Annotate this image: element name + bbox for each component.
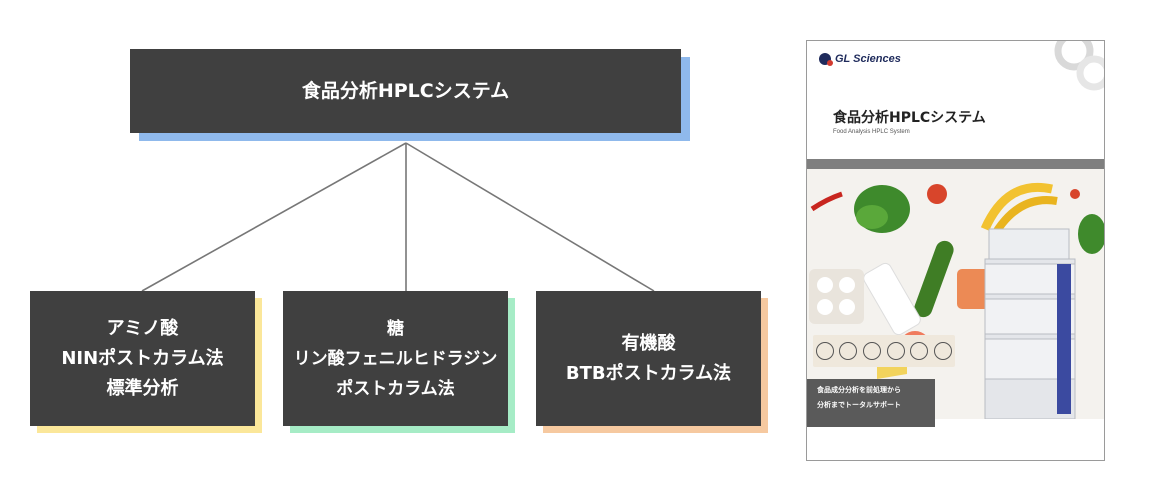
gl-sciences-logo-icon [819,53,833,66]
brochure-caption: 食品成分分析を前処理から 分析までトータルサポート [807,379,935,427]
child-node-organic-acid-line-2: BTBポストカラム法 [565,362,732,384]
decorative-rings-icon [1054,41,1104,91]
brochure-logo: GL Sciences [819,53,901,66]
additive-icon [910,342,929,360]
child-node-sugar-line-1: 糖 [386,318,404,339]
child-node-sugar-line-2: リン酸フェニルヒドラジン [293,348,498,369]
child-node-sugar-line-3: ポストカラム法 [336,378,455,399]
organic-acid-icon [886,342,905,360]
root-node: 食品分析HPLCシステム [130,49,681,133]
connector-line-amino [141,142,407,292]
brochure-footer [807,425,1104,460]
brochure-title: 食品分析HPLCシステム [833,110,986,126]
child-node-amino: アミノ酸 NINポストカラム法 標準分析 [30,291,255,426]
child-node-amino-line-1: アミノ酸 [106,317,179,339]
brochure-icon-row [813,335,955,367]
brochure-subtitle: Food Analysis HPLC System [833,129,910,135]
brochure-cover-image: GL Sciences 食品分析HPLCシステム Food Analysis H… [806,40,1105,461]
functional-component-icon [934,342,953,360]
child-node-amino-line-3: 標準分析 [106,377,179,399]
food-and-hplc-photo [807,169,1104,419]
connector-line-organic-acid [405,142,655,292]
vitamin-icon [839,342,858,360]
child-node-organic-acid-line-1: 有機酸 [621,332,676,354]
child-node-organic-acid: 有機酸 BTBポストカラム法 [536,291,761,426]
brochure-caption-line-2: 分析までトータルサポート [817,401,901,409]
sugar-icon [863,342,882,360]
amino-acid-icon [815,342,834,360]
child-node-amino-line-2: NINポストカラム法 [61,347,224,369]
root-node-label: 食品分析HPLCシステム [301,80,510,102]
brochure-logo-text: GL Sciences [835,53,901,65]
child-node-sugar: 糖 リン酸フェニルヒドラジン ポストカラム法 [283,291,508,426]
brochure-band [807,159,1104,169]
brochure-caption-line-1: 食品成分分析を前処理から [817,386,901,394]
